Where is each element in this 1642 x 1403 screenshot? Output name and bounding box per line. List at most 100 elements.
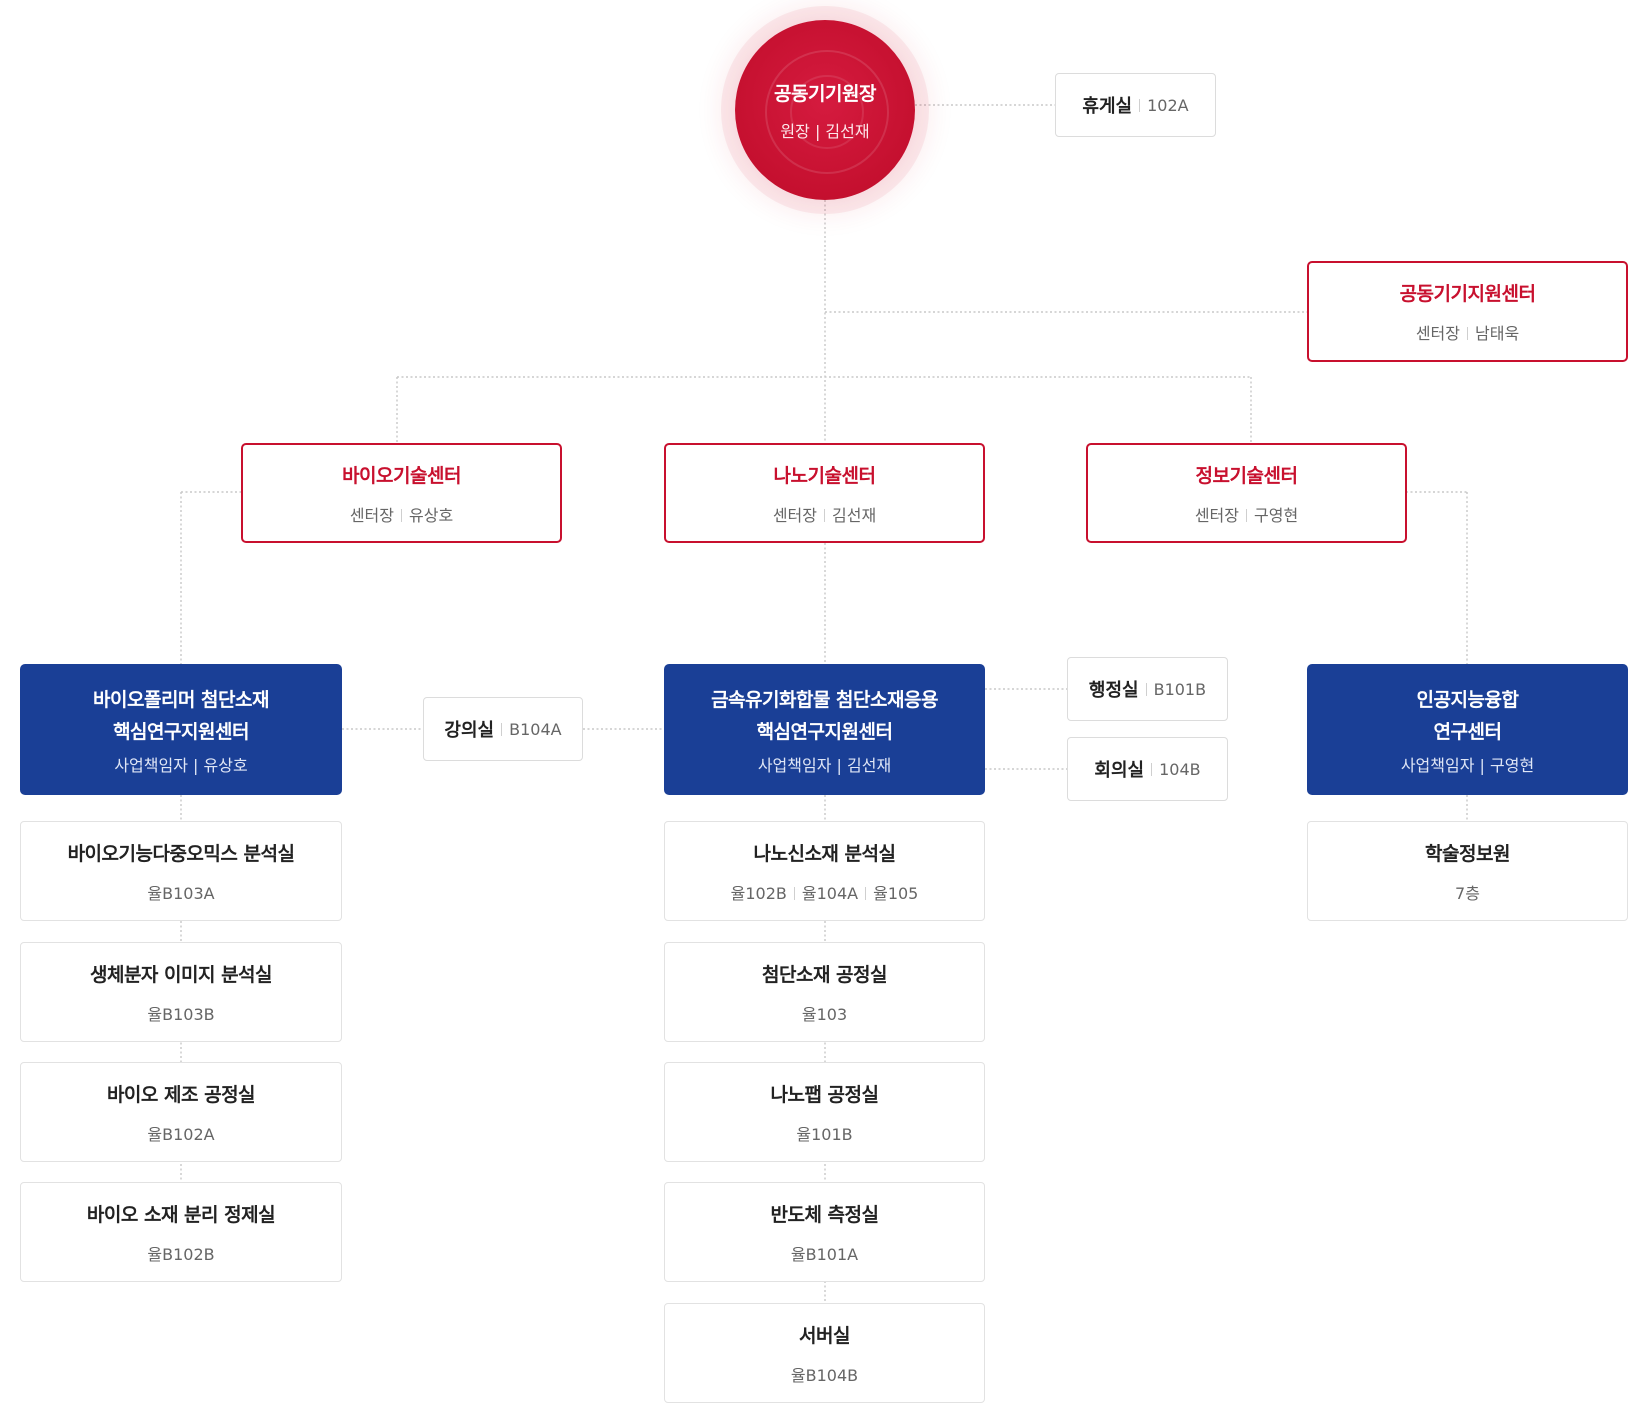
support-center-title: 공동기기지원센터 xyxy=(1399,283,1536,305)
center-title: 정보기술센터 xyxy=(1195,464,1298,487)
lab-room: 율103 xyxy=(801,1004,848,1024)
lab-title: 반도체 측정실 xyxy=(770,1203,880,1226)
lab-room: 율B102B xyxy=(147,1244,215,1264)
admin-office-name: 행정실 xyxy=(1088,680,1139,701)
support-center-info: 센터장 남태욱 xyxy=(1416,320,1519,344)
lab-title: 바이오 소재 분리 정제실 xyxy=(86,1203,276,1226)
research-info: 사업책임자 | 김선재 xyxy=(758,752,891,776)
research-role: 사업책임자 xyxy=(1400,755,1475,775)
admin-office-tag: 행정실 B101B xyxy=(1067,657,1228,721)
lab-title: 첨단소재 공정실 xyxy=(762,963,887,986)
lab-room: 율B103A xyxy=(147,883,215,903)
lab-card: 생체분자 이미지 분석실 율B103B xyxy=(20,942,342,1042)
research-center-biopolymer: 바이오폴리머 첨단소재 핵심연구지원센터 사업책임자 | 유상호 xyxy=(20,664,342,795)
lab-card: 바이오 소재 분리 정제실 율B102B xyxy=(20,1182,342,1282)
separator xyxy=(1246,508,1247,522)
center-info-tech: 정보기술센터 센터장 구영현 xyxy=(1086,443,1407,543)
center-bio: 바이오기술센터 센터장 유상호 xyxy=(241,443,562,543)
research-title-line1: 인공지능융합 xyxy=(1416,688,1519,711)
lounge-room: 102A xyxy=(1147,95,1189,115)
lecture-room-number: B104A xyxy=(509,719,562,739)
separator xyxy=(1145,682,1147,696)
university-seal-inner-icon xyxy=(790,75,864,149)
support-center-node: 공동기기지원센터 센터장 남태욱 xyxy=(1307,261,1628,362)
director-role: 원장 xyxy=(780,121,810,141)
research-center-ai: 인공지능융합 연구센터 사업책임자 | 구영현 xyxy=(1307,664,1628,795)
center-role: 센터장 xyxy=(772,505,817,525)
admin-office-room: B101B xyxy=(1153,679,1207,699)
lab-card: 학술정보원 7층 xyxy=(1307,821,1628,921)
center-head: 유상호 xyxy=(409,505,454,525)
meeting-room-name: 회의실 xyxy=(1094,760,1145,781)
support-center-role: 센터장 xyxy=(1415,324,1460,343)
lab-title: 바이오기능다중오믹스 분석실 xyxy=(67,842,295,865)
separator xyxy=(793,886,795,900)
center-head: 김선재 xyxy=(832,505,877,525)
lab-room: 율104A xyxy=(801,883,859,903)
lounge-tag: 휴게실 102A xyxy=(1055,73,1216,137)
lab-card: 첨단소재 공정실 율103 xyxy=(664,942,985,1042)
research-info: 사업책임자 | 구영현 xyxy=(1401,752,1534,776)
separator: | xyxy=(831,755,847,775)
lounge-name: 휴게실 xyxy=(1082,96,1133,117)
lab-title: 나노신소재 분석실 xyxy=(753,842,896,865)
research-title-line2: 연구센터 xyxy=(1433,720,1502,743)
lab-title: 학술정보원 xyxy=(1425,842,1510,865)
separator xyxy=(865,886,867,900)
separator xyxy=(1151,762,1153,776)
meeting-room-tag: 회의실 104B xyxy=(1067,737,1228,801)
center-title: 나노기술센터 xyxy=(773,464,876,487)
lab-room: 율101B xyxy=(796,1124,853,1144)
research-role: 사업책임자 xyxy=(757,755,832,775)
research-center-metal-organic: 금속유기화합물 첨단소재응용 핵심연구지원센터 사업책임자 | 김선재 xyxy=(664,664,985,795)
center-info: 센터장 김선재 xyxy=(773,502,876,526)
lab-title: 생체분자 이미지 분석실 xyxy=(89,963,273,986)
separator xyxy=(501,722,503,736)
director-info: 원장 | 김선재 xyxy=(780,118,869,142)
research-info: 사업책임자 | 유상호 xyxy=(114,752,247,776)
meeting-room-number: 104B xyxy=(1159,759,1201,779)
center-info: 센터장 유상호 xyxy=(350,502,453,526)
separator xyxy=(401,508,402,522)
director-name: 김선재 xyxy=(825,121,870,141)
center-role: 센터장 xyxy=(349,505,394,525)
center-nano: 나노기술센터 센터장 김선재 xyxy=(664,443,985,543)
research-head: 김선재 xyxy=(847,755,892,775)
lab-room: 7층 xyxy=(1455,883,1480,903)
lab-card: 나노신소재 분석실 율102B 율104A 율105 xyxy=(664,821,985,921)
lab-title: 서버실 xyxy=(799,1324,850,1347)
center-title: 바이오기술센터 xyxy=(342,464,461,487)
lab-room: 율B103B xyxy=(147,1004,215,1024)
separator xyxy=(824,508,825,522)
center-head: 구영현 xyxy=(1254,505,1299,525)
center-role: 센터장 xyxy=(1194,505,1239,525)
lab-room: 율102B xyxy=(730,883,787,903)
lecture-room-name: 강의실 xyxy=(444,720,495,741)
separator xyxy=(1467,327,1468,340)
research-head: 유상호 xyxy=(203,755,248,775)
research-role: 사업책임자 xyxy=(114,755,188,775)
separator: | xyxy=(1474,755,1490,775)
lab-card: 바이오 제조 공정실 율B102A xyxy=(20,1062,342,1162)
lab-room: 율105 xyxy=(873,883,919,903)
director-node: 공동기기원장 원장 | 김선재 xyxy=(735,20,915,200)
lab-card: 반도체 측정실 율B101A xyxy=(664,1182,985,1282)
lab-card: 바이오기능다중오믹스 분석실 율B103A xyxy=(20,821,342,921)
university-seal-icon xyxy=(765,50,889,174)
lab-title: 나노팹 공정실 xyxy=(770,1083,880,1106)
support-center-head: 남태욱 xyxy=(1475,324,1520,343)
lab-card: 서버실 율B104B xyxy=(664,1303,985,1403)
research-title-line2: 핵심연구지원센터 xyxy=(113,720,249,743)
separator xyxy=(1139,98,1141,112)
lab-room: 율B101A xyxy=(790,1244,859,1264)
center-info: 센터장 구영현 xyxy=(1195,502,1298,526)
separator: | xyxy=(809,121,826,141)
research-head: 구영현 xyxy=(1490,755,1535,775)
separator: | xyxy=(187,755,204,775)
lab-room: 율B102A xyxy=(147,1124,215,1144)
lab-card: 나노팹 공정실 율101B xyxy=(664,1062,985,1162)
lab-rooms: 율102B 율104A 율105 xyxy=(731,880,919,904)
lab-room: 율B104B xyxy=(790,1365,859,1385)
lecture-room-tag: 강의실 B104A xyxy=(423,697,583,761)
research-title-line2: 핵심연구지원센터 xyxy=(756,720,893,743)
